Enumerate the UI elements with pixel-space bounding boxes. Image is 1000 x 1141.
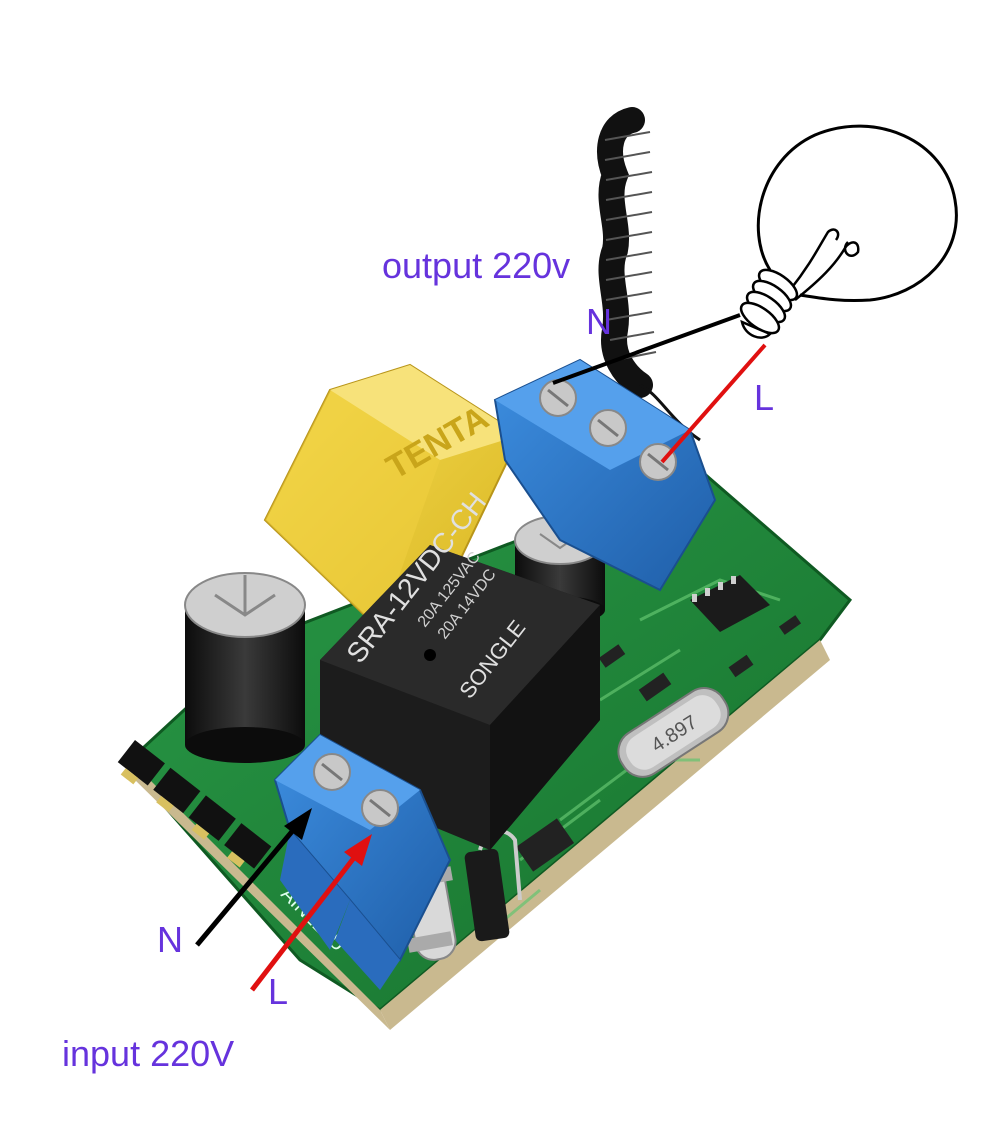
output-live-wire — [660, 343, 767, 464]
input-label: input 220V — [62, 1033, 234, 1074]
crystal-oscillator: 4.897 — [617, 687, 730, 778]
diode-row — [117, 740, 272, 869]
output-neutral-label: N — [586, 301, 612, 342]
ic-chip — [690, 575, 770, 632]
light-bulb-icon — [739, 124, 958, 339]
input-neutral-arrow — [195, 808, 312, 947]
electrolytic-capacitor-large — [184, 572, 306, 763]
output-label: output 220v — [382, 245, 570, 286]
output-terminal-block — [493, 358, 717, 592]
input-live-label: L — [268, 971, 288, 1012]
yellow-capacitor: TENTA — [263, 363, 522, 632]
input-neutral-label: N — [157, 919, 183, 960]
output-terminal-screws — [539, 379, 677, 481]
output-neutral-wire — [552, 313, 741, 385]
input-live-arrow — [250, 834, 372, 992]
input-terminal-screws — [313, 753, 399, 827]
output-live-label: L — [754, 377, 774, 418]
